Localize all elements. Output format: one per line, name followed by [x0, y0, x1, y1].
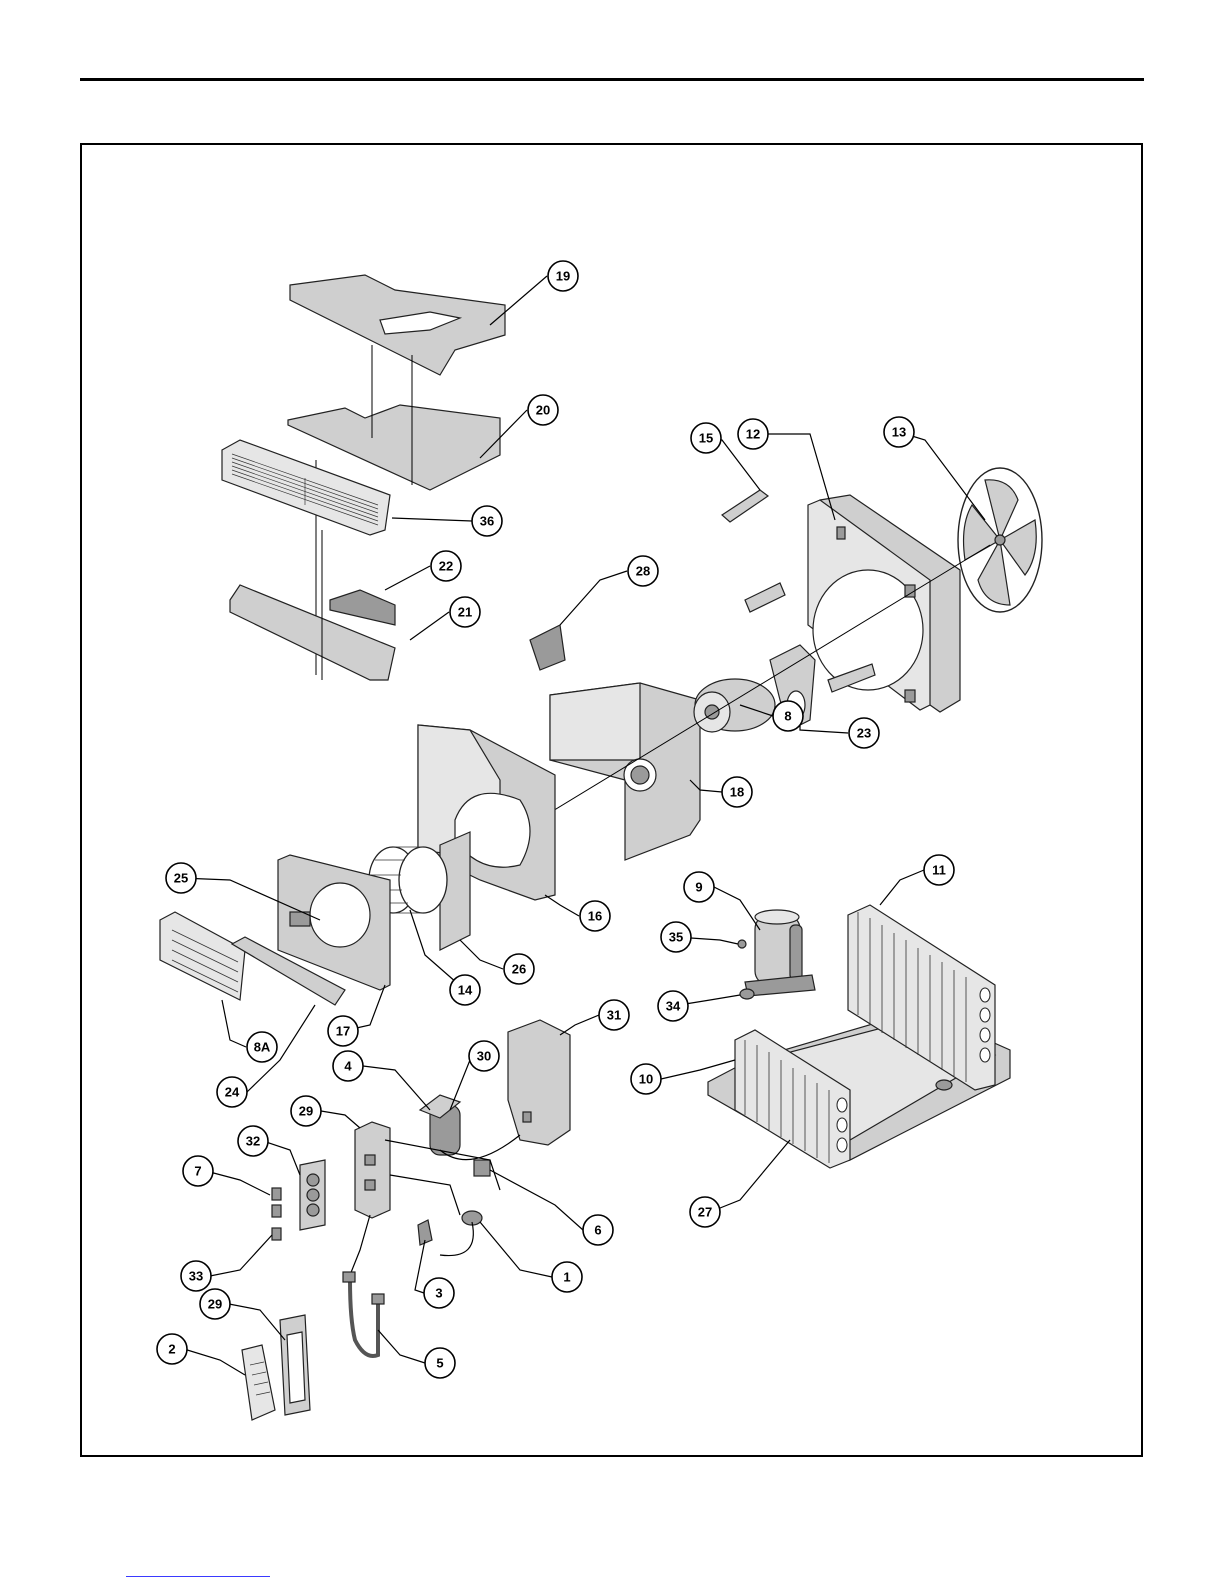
- svg-text:15: 15: [699, 431, 713, 446]
- svg-text:10: 10: [639, 1072, 653, 1087]
- svg-text:27: 27: [698, 1205, 712, 1220]
- svg-text:34: 34: [666, 999, 681, 1014]
- callout-14: 14: [450, 975, 480, 1005]
- callout-29-upper: 29: [291, 1096, 321, 1126]
- callout-30: 30: [469, 1041, 499, 1071]
- svg-text:12: 12: [746, 427, 760, 442]
- callout-28: 28: [628, 556, 658, 586]
- callout-10: 10: [631, 1064, 661, 1094]
- condenser-fan-blade-part: [958, 468, 1042, 612]
- air-deflector-part: [330, 590, 395, 625]
- relay-part: [474, 1160, 490, 1176]
- svg-text:11: 11: [932, 863, 946, 878]
- svg-text:24: 24: [225, 1085, 240, 1100]
- fan-motor-part: [694, 679, 775, 732]
- callout-24: 24: [217, 1077, 247, 1107]
- callout-12: 12: [738, 419, 768, 449]
- power-cord-part: [343, 1272, 384, 1356]
- svg-text:20: 20: [536, 403, 550, 418]
- control-faceplate-part: [300, 1160, 325, 1230]
- svg-text:6: 6: [594, 1223, 601, 1238]
- svg-text:28: 28: [636, 564, 650, 579]
- callout-21: 21: [450, 597, 480, 627]
- callout-13: 13: [884, 417, 914, 447]
- svg-text:29: 29: [299, 1104, 313, 1119]
- callout-22: 22: [431, 551, 461, 581]
- control-knob-part: [272, 1188, 281, 1240]
- svg-text:3: 3: [435, 1286, 442, 1301]
- callout-8: 8: [773, 701, 803, 731]
- capacitor-part: [420, 1095, 460, 1155]
- compressor-grommet-part: [740, 989, 754, 999]
- svg-text:13: 13: [892, 425, 906, 440]
- callout-33: 33: [181, 1261, 211, 1291]
- bulkhead-part: [550, 683, 700, 860]
- svg-text:29: 29: [208, 1297, 222, 1312]
- svg-text:4: 4: [344, 1059, 352, 1074]
- svg-text:25: 25: [174, 871, 188, 886]
- callout-29-lower: 29: [200, 1289, 230, 1319]
- svg-text:35: 35: [669, 930, 683, 945]
- callout-19: 19: [548, 261, 578, 291]
- svg-text:32: 32: [246, 1134, 260, 1149]
- control-panel-part: [355, 1122, 390, 1218]
- callout-25: 25: [166, 863, 196, 893]
- callout-6: 6: [583, 1215, 613, 1245]
- svg-text:9: 9: [695, 880, 702, 895]
- svg-text:16: 16: [588, 909, 602, 924]
- callout-3: 3: [424, 1278, 454, 1308]
- callout-18: 18: [722, 777, 752, 807]
- vent-damper-part: [530, 625, 565, 670]
- callout-5: 5: [425, 1348, 455, 1378]
- svg-text:23: 23: [857, 726, 871, 741]
- escutcheon-part: [280, 1315, 310, 1415]
- svg-text:14: 14: [458, 983, 473, 998]
- svg-text:8A: 8A: [254, 1040, 271, 1055]
- callout-8a: 8A: [247, 1032, 277, 1062]
- svg-text:22: 22: [439, 559, 453, 574]
- svg-text:36: 36: [480, 514, 494, 529]
- svg-text:18: 18: [730, 785, 744, 800]
- callout-26: 26: [504, 954, 534, 984]
- callout-27: 27: [690, 1197, 720, 1227]
- top-cover-part: [290, 275, 505, 375]
- callout-15: 15: [691, 423, 721, 453]
- svg-text:31: 31: [607, 1008, 621, 1023]
- callout-16: 16: [580, 901, 610, 931]
- svg-text:26: 26: [512, 962, 526, 977]
- callout-7: 7: [183, 1156, 213, 1186]
- callout-36: 36: [472, 506, 502, 536]
- svg-text:2: 2: [168, 1342, 175, 1357]
- svg-text:30: 30: [477, 1049, 491, 1064]
- svg-text:8: 8: [784, 709, 791, 724]
- terminal-clip-part: [738, 940, 746, 948]
- svg-text:19: 19: [556, 269, 570, 284]
- callout-23: 23: [849, 718, 879, 748]
- callout-2: 2: [157, 1334, 187, 1364]
- svg-text:17: 17: [336, 1024, 350, 1039]
- callout-34: 34: [658, 991, 688, 1021]
- callout-35: 35: [661, 922, 691, 952]
- control-bracket-part: [508, 1020, 570, 1145]
- callout-31: 31: [599, 1000, 629, 1030]
- svg-text:5: 5: [436, 1356, 443, 1371]
- callout-1: 1: [552, 1262, 582, 1292]
- svg-text:1: 1: [563, 1270, 570, 1285]
- callout-20: 20: [528, 395, 558, 425]
- svg-text:21: 21: [458, 605, 472, 620]
- callout-4: 4: [333, 1051, 363, 1081]
- instruction-plate-part: [242, 1345, 275, 1420]
- callout-32: 32: [238, 1126, 268, 1156]
- svg-text:7: 7: [194, 1164, 201, 1179]
- callout-11: 11: [924, 855, 954, 885]
- air-filter-part: [160, 912, 245, 1000]
- svg-text:33: 33: [189, 1269, 203, 1284]
- callout-9: 9: [684, 872, 714, 902]
- callout-17: 17: [328, 1016, 358, 1046]
- thermostat-part: [440, 1211, 482, 1256]
